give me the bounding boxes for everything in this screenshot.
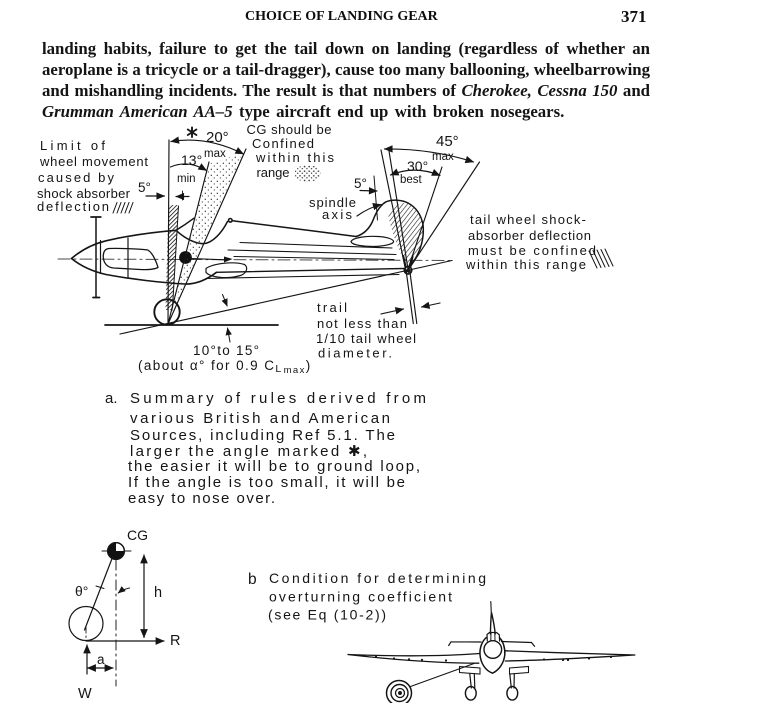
svg-text:overturning coefficient: overturning coefficient <box>269 589 452 605</box>
svg-text:range: range <box>257 165 290 180</box>
svg-text:not less than: not less than <box>317 316 407 331</box>
svg-text:max: max <box>432 151 454 163</box>
svg-text:easy to nose over.: easy to nose over. <box>128 490 275 507</box>
svg-text:diameter.: diameter. <box>318 346 392 361</box>
svg-text:5°: 5° <box>354 176 367 191</box>
svg-text:trail: trail <box>317 300 347 315</box>
svg-text:CG: CG <box>127 527 148 543</box>
svg-text:W: W <box>78 686 92 702</box>
svg-text:(about α° for 0.9 CLmax): (about α° for 0.9 CLmax) <box>138 358 312 376</box>
svg-text:CG should be: CG should be <box>247 122 332 137</box>
svg-text:h: h <box>154 585 162 601</box>
svg-text:within this range: within this range <box>465 257 586 272</box>
svg-text:Summary of rules derived from: Summary of rules derived from <box>130 390 426 407</box>
svg-text:must be confined: must be confined <box>468 243 596 258</box>
svg-text:Condition for determining: Condition for determining <box>269 570 486 586</box>
svg-text:(see Eq (10-2)): (see Eq (10-2)) <box>268 607 386 623</box>
svg-text:spindle: spindle <box>309 195 356 210</box>
svg-text:1/10 tail wheel: 1/10 tail wheel <box>316 331 416 346</box>
svg-text:within this: within this <box>255 150 335 165</box>
svg-text:b: b <box>248 571 257 588</box>
svg-text:10°to 15°: 10°to 15° <box>193 343 259 358</box>
svg-text:Confined: Confined <box>252 136 314 151</box>
svg-text:deflection: deflection <box>37 199 109 214</box>
svg-text:30°: 30° <box>407 158 428 174</box>
svg-text:13°: 13° <box>181 152 202 168</box>
svg-text:larger the angle marked ✱,: larger the angle marked ✱, <box>130 443 367 460</box>
svg-text:shock absorber: shock absorber <box>37 186 131 201</box>
svg-text:min: min <box>177 173 196 185</box>
svg-text:absorber deflection: absorber deflection <box>468 228 591 243</box>
svg-text:θ°: θ° <box>75 583 88 599</box>
svg-text:a: a <box>97 652 105 667</box>
svg-text:If the angle is too small, it: If the angle is too small, it will be <box>128 474 405 491</box>
svg-text:best: best <box>400 174 423 186</box>
svg-text:5°: 5° <box>138 180 151 195</box>
svg-text:20°: 20° <box>206 129 229 146</box>
svg-text:Limit of: Limit of <box>40 138 105 153</box>
svg-text:various British and American: various British and American <box>130 410 390 427</box>
svg-text:a.: a. <box>105 390 118 407</box>
svg-text:axis: axis <box>322 207 353 222</box>
svg-text:the easier it will be to groun: the easier it will be to ground loop, <box>128 458 420 475</box>
svg-text:caused by: caused by <box>38 170 115 185</box>
svg-text:wheel movement: wheel movement <box>39 154 148 169</box>
svg-text:45°: 45° <box>436 133 459 150</box>
svg-text:max: max <box>204 148 226 160</box>
svg-text:tail wheel shock-: tail wheel shock- <box>470 212 586 227</box>
svg-text:Sources, including Ref 5.1. Th: Sources, including Ref 5.1. The <box>130 427 395 444</box>
svg-text:R: R <box>170 633 180 649</box>
